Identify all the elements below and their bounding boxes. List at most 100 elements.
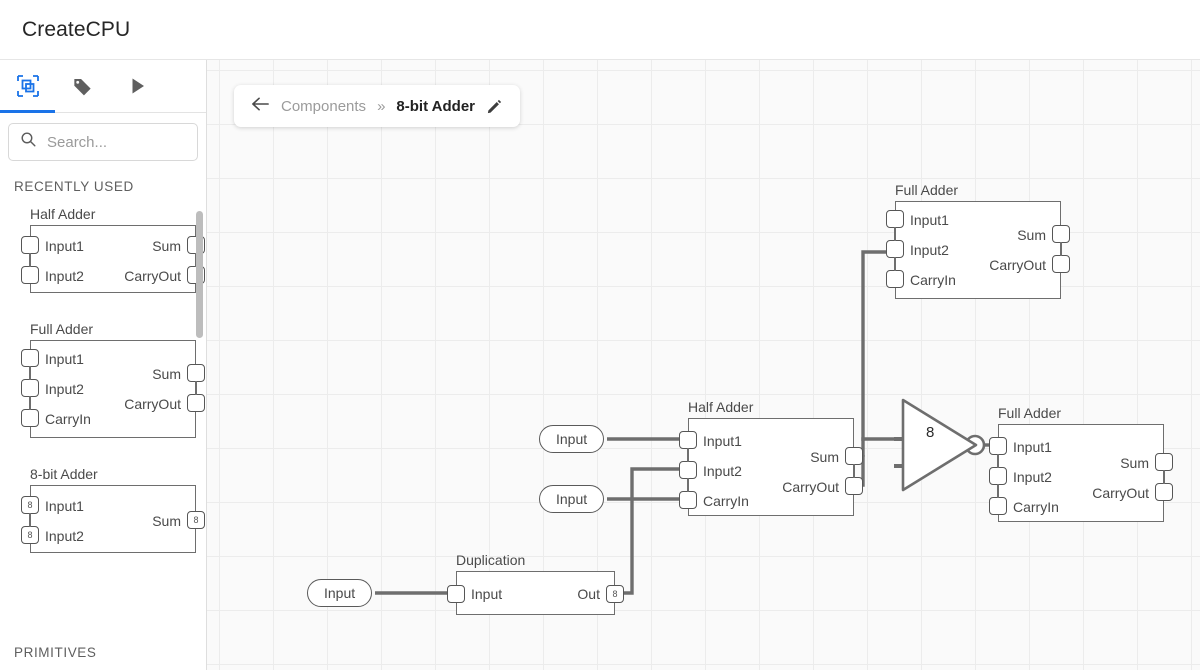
sidebar-scrollbar[interactable] — [196, 211, 203, 338]
palette-component-box[interactable]: 8 Input1 8 Input2 8 Sum — [21, 485, 205, 553]
palette-item-half-adder[interactable]: Half Adder Input1 Input2 Sum CarryOut — [0, 198, 206, 293]
pin-input[interactable] — [447, 585, 465, 603]
breadcrumb: Components » 8-bit Adder — [234, 85, 521, 127]
tab-run[interactable] — [110, 60, 165, 112]
pin-sum[interactable] — [1155, 453, 1173, 479]
pin-input1[interactable] — [21, 349, 39, 375]
component-title-full-adder-right: Full Adder — [998, 405, 1062, 421]
pin-input2[interactable] — [21, 371, 39, 405]
pin-input1[interactable] — [886, 210, 904, 236]
play-icon — [128, 76, 148, 96]
pin-input1[interactable] — [679, 431, 697, 457]
pin-label: Input2 — [703, 463, 742, 479]
back-arrow-icon[interactable] — [251, 96, 270, 116]
pin-carryout[interactable] — [1155, 475, 1173, 501]
palette-item-full-adder[interactable]: Full Adder Input1 Input2 CarryIn Sum Car… — [0, 293, 206, 438]
pin-label: Input2 — [1013, 469, 1052, 485]
io-pill-label: Input — [324, 585, 356, 601]
pin-input2[interactable] — [679, 453, 697, 487]
pin-label: Input1 — [910, 212, 949, 228]
breadcrumb-parent[interactable]: Components — [281, 97, 367, 115]
pin-carryin[interactable] — [886, 262, 904, 288]
pin-label: Input2 — [910, 242, 949, 258]
io-pill-input-3[interactable]: Input — [307, 579, 373, 607]
pin-label: Input1 — [1013, 439, 1052, 455]
pin-input2[interactable] — [886, 232, 904, 266]
pin-label: Input1 — [45, 238, 84, 254]
pin-label: CarryOut — [989, 257, 1046, 273]
pin-width-label: 8 — [612, 588, 618, 599]
pin-input2[interactable] — [21, 258, 39, 284]
tag-icon — [71, 75, 94, 98]
pin-label: Out — [577, 586, 600, 602]
buffer-width-label: 8 — [926, 424, 935, 441]
io-pill-input-2[interactable]: Input — [539, 485, 605, 513]
pin-label: Input2 — [45, 528, 84, 544]
pin-width-label: 8 — [193, 514, 199, 525]
breadcrumb-current: 8-bit Adder — [396, 97, 476, 115]
pin-label: Sum — [810, 449, 839, 465]
pin-carryin[interactable] — [989, 489, 1007, 515]
section-recently-used: RECENTLY USED — [14, 179, 134, 194]
tab-components[interactable] — [0, 60, 55, 113]
pin-label: Input2 — [45, 268, 84, 284]
io-pill-input-1[interactable]: Input — [539, 425, 605, 453]
pin-label: Input1 — [703, 433, 742, 449]
pin-label: Sum — [152, 366, 181, 382]
app-title: CreateCPU — [22, 17, 131, 41]
breadcrumb-separator: » — [377, 97, 386, 115]
palette-component-box[interactable]: Input1 Input2 Sum CarryOut — [21, 225, 205, 293]
wire-duplication-to-halfadder-input2 — [615, 467, 683, 595]
component-full-adder-top[interactable]: Input1 Input2 CarryIn Sum CarryOut — [886, 201, 1070, 299]
search-input[interactable]: Search... — [8, 123, 198, 161]
pin-sum[interactable] — [1052, 225, 1070, 251]
pin-carryin[interactable] — [679, 483, 697, 509]
canvas[interactable]: Components » 8-bit Adder Full Adder Inpu… — [207, 60, 1200, 670]
palette-list[interactable]: Half Adder Input1 Input2 Sum CarryOut Fu… — [0, 198, 206, 638]
pin-input1[interactable]: 8 — [21, 496, 39, 522]
pin-input1[interactable] — [21, 236, 39, 262]
component-title-full-adder-top: Full Adder — [895, 182, 959, 198]
buffer-component[interactable]: 8 — [894, 395, 984, 495]
pin-label: CarryOut — [1092, 485, 1149, 501]
pin-carryout[interactable] — [187, 386, 205, 412]
pin-label: CarryOut — [124, 396, 181, 412]
pin-input2[interactable]: 8 — [21, 518, 39, 544]
pin-carryin[interactable] — [21, 401, 39, 427]
component-select-icon — [16, 74, 40, 98]
section-primitives: PRIMITIVES — [14, 645, 97, 660]
palette-component-box[interactable]: Input1 Input2 CarryIn Sum CarryOut — [21, 340, 205, 438]
component-full-adder-right[interactable]: Input1 Input2 CarryIn Sum CarryOut — [989, 424, 1173, 522]
io-pill-label: Input — [556, 491, 588, 507]
pin-label: Sum — [152, 513, 181, 529]
io-pill-label: Input — [556, 431, 588, 447]
pin-label: CarryOut — [782, 479, 839, 495]
search-placeholder: Search... — [47, 133, 108, 151]
pin-sum[interactable] — [845, 447, 863, 473]
pin-sum[interactable]: 8 — [187, 511, 205, 529]
tab-tags[interactable] — [55, 60, 110, 112]
component-half-adder[interactable]: Input1 Input2 CarryIn Sum CarryOut — [679, 418, 863, 516]
pencil-icon[interactable] — [486, 98, 503, 115]
pin-carryout[interactable] — [1052, 247, 1070, 273]
pin-label: CarryIn — [910, 272, 956, 288]
pin-width-label: 8 — [27, 529, 33, 540]
pin-input2[interactable] — [989, 459, 1007, 493]
palette-item-label: 8-bit Adder — [30, 466, 98, 482]
pin-input1[interactable] — [989, 437, 1007, 463]
palette-item-8bit-adder[interactable]: 8-bit Adder 8 Input1 8 Input2 8 Sum — [0, 438, 206, 553]
pin-label: CarryOut — [124, 268, 181, 284]
search-icon — [20, 131, 37, 153]
pin-label: Input2 — [45, 381, 84, 397]
pin-out[interactable]: 8 — [606, 585, 624, 603]
pin-label: Input1 — [45, 498, 84, 514]
pin-label: Input — [471, 586, 503, 602]
pin-sum[interactable] — [187, 364, 205, 390]
pin-carryout[interactable] — [845, 469, 863, 495]
sidebar-tabbar — [0, 60, 206, 113]
palette-item-label: Full Adder — [30, 321, 94, 337]
pin-label: Sum — [1120, 455, 1149, 471]
component-duplication[interactable]: Input 8 Out — [447, 571, 624, 615]
pin-label: CarryIn — [1013, 499, 1059, 515]
